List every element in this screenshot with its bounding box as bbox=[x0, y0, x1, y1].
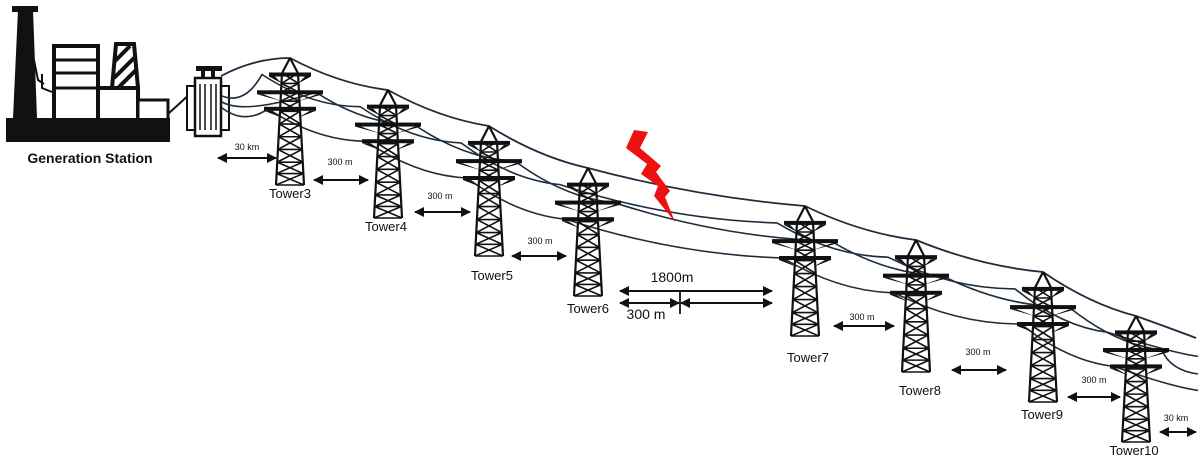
transmission-tower-icon bbox=[257, 57, 323, 186]
transmission-tower-icon bbox=[1010, 271, 1076, 403]
generation-station-icon bbox=[6, 6, 170, 142]
lightning-fault-icon bbox=[626, 130, 675, 222]
span-label: 30 km bbox=[1164, 413, 1189, 423]
tower-label: Tower4 bbox=[365, 219, 407, 234]
span-label: 300 m bbox=[1081, 375, 1106, 385]
towers bbox=[257, 57, 1169, 443]
span-label: 300 m bbox=[849, 312, 874, 322]
transformer-icon bbox=[167, 66, 230, 138]
span-label: 300 m bbox=[327, 157, 352, 167]
fault-distance-label: 300 m bbox=[627, 306, 666, 322]
tower-label: Tower7 bbox=[787, 350, 829, 365]
transmission-tower-icon bbox=[456, 125, 522, 257]
span-label: 300 m bbox=[965, 347, 990, 357]
transmission-tower-icon bbox=[555, 167, 621, 297]
tower-label: Tower8 bbox=[899, 383, 941, 398]
transmission-tower-icon bbox=[355, 89, 421, 219]
span-label: 30 km bbox=[235, 142, 260, 152]
tower-label: Tower6 bbox=[567, 301, 609, 316]
span-arrows bbox=[217, 153, 1197, 437]
tower-label: Tower10 bbox=[1109, 443, 1158, 458]
tower-label: Tower3 bbox=[269, 186, 311, 201]
station-label: Generation Station bbox=[27, 150, 152, 166]
tower-label: Tower5 bbox=[471, 268, 513, 283]
span-label: 300 m bbox=[527, 236, 552, 246]
transmission-tower-icon bbox=[883, 239, 949, 373]
transmission-tower-icon bbox=[772, 205, 838, 337]
span-label: 300 m bbox=[427, 191, 452, 201]
transmission-tower-icon bbox=[1103, 315, 1169, 443]
tower-label: Tower9 bbox=[1021, 407, 1063, 422]
fault-span-length-label: 1800m bbox=[651, 269, 694, 285]
